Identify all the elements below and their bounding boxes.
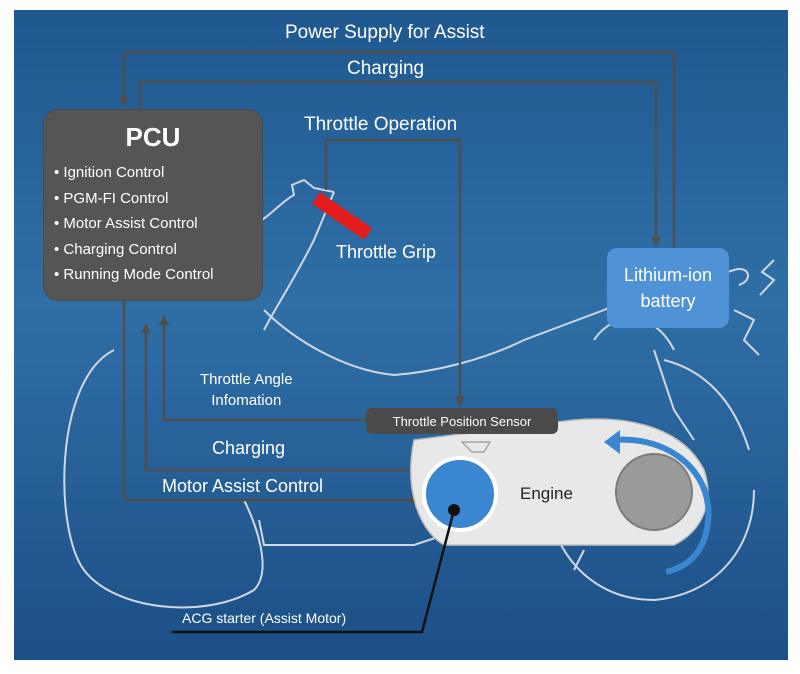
power-supply-label: Power Supply for Assist	[285, 22, 485, 43]
throttle-position-sensor: Throttle Position Sensor	[366, 408, 558, 434]
power-supply-line	[119, 50, 676, 248]
diagram-canvas: Power Supply for Assist Charging Throttl…	[14, 10, 788, 660]
lithium-ion-battery: Lithium-ion battery	[607, 248, 729, 328]
throttle-angle-label: Throttle Angle Infomation	[200, 371, 293, 409]
pcu-box: PCU • Ignition Control • PGM-FI Control …	[44, 110, 262, 300]
assist-motor	[422, 456, 498, 532]
rotation-arrow	[613, 436, 712, 575]
throttle-angle-line	[159, 315, 366, 422]
charging-bottom-label: Charging	[212, 438, 286, 458]
throttle-grip-label: Throttle Grip	[336, 242, 437, 262]
throttle-operation-label: Throttle Operation	[304, 114, 458, 135]
engine-label: Engine	[520, 484, 573, 503]
throttle-angle-line1: Throttle Angle	[200, 371, 293, 388]
battery-label-line1: Lithium-ion	[623, 265, 713, 285]
engine-unit	[410, 418, 712, 575]
acg-starter-label: ACG starter (Assist Motor)	[182, 610, 347, 626]
pcu-item-pgm-fi: • PGM-FI Control	[54, 189, 169, 207]
battery-label-line2: battery	[640, 291, 696, 311]
flow-lines	[119, 50, 676, 505]
diagram-graphics	[63, 50, 776, 634]
engine-pulley	[615, 453, 693, 531]
motor-assist-line	[122, 300, 421, 505]
motor-assist-label: Motor Assist Control	[162, 476, 324, 496]
throttle-grip-icon	[312, 192, 372, 240]
pcu-title: PCU	[125, 122, 181, 152]
rotation-arrow-head	[604, 430, 620, 454]
charging-top-line	[138, 80, 661, 247]
pcu-item-motor-assist: • Motor Assist Control	[54, 215, 198, 232]
pcu-function-list: • Ignition Control • PGM-FI Control • Mo…	[54, 160, 214, 288]
pcu-item-ignition: • Ignition Control	[54, 164, 165, 181]
pcu-item-running-mode: • Running Mode Control	[54, 266, 214, 283]
throttle-angle-line2: Infomation	[211, 392, 282, 409]
throttle-operation-line	[324, 138, 465, 407]
charging-bottom-line	[141, 323, 409, 472]
acg-leader-line	[172, 509, 456, 634]
pcu-item-charging: • Charging Control	[54, 240, 177, 258]
charging-top-label: Charging	[347, 58, 425, 79]
